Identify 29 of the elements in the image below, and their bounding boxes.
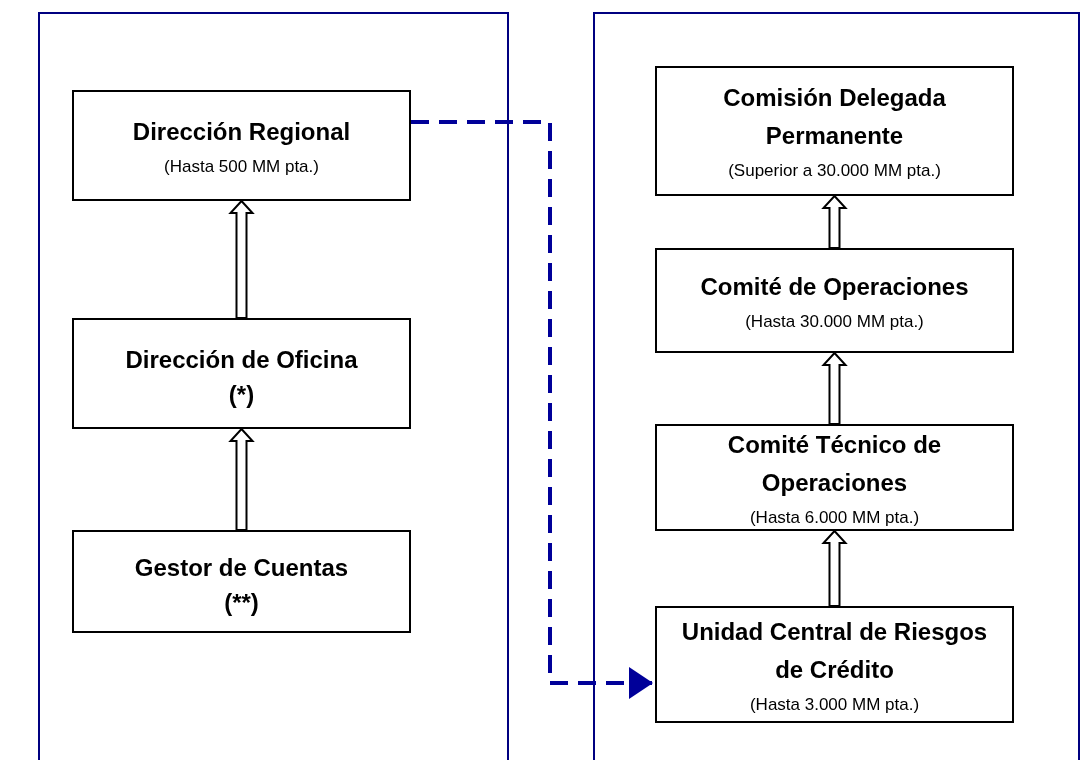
box-title: Comité Técnico de Operaciones [726, 429, 943, 498]
process-box [72, 530, 411, 633]
box-title: Dirección de Oficina [125, 344, 358, 375]
box-title: Gestor de Cuentas [134, 552, 349, 583]
box-title: Comité de Operaciones [700, 271, 969, 302]
process-box [72, 318, 411, 429]
process-box [655, 606, 1014, 723]
box-title: Dirección Regional [132, 116, 351, 147]
process-box [655, 66, 1014, 196]
box-title: Unidad Central de Riesgos de Crédito [681, 616, 988, 685]
box-note: (Hasta 30.000 MM pta.) [745, 310, 924, 333]
block-arrow [228, 199, 255, 319]
process-box [72, 90, 411, 201]
block-arrow [821, 194, 848, 249]
dashed-arrow [411, 120, 653, 699]
block-arrow [821, 529, 848, 607]
box-note: (Hasta 500 MM pta.) [164, 155, 319, 178]
block-arrow [228, 427, 255, 531]
box-note: (*) [228, 382, 255, 407]
box-note: (Hasta 3.000 MM pta.) [749, 693, 920, 716]
process-box [655, 248, 1014, 353]
process-box [655, 424, 1014, 531]
block-arrow [821, 351, 848, 425]
box-note: (Superior a 30.000 MM pta.) [728, 160, 941, 182]
box-title: Comisión Delegada Permanente [722, 83, 947, 151]
panel [593, 12, 1080, 760]
box-note: (**) [224, 590, 259, 615]
panel [38, 12, 509, 760]
box-note: (Hasta 6.000 MM pta.) [749, 506, 920, 529]
